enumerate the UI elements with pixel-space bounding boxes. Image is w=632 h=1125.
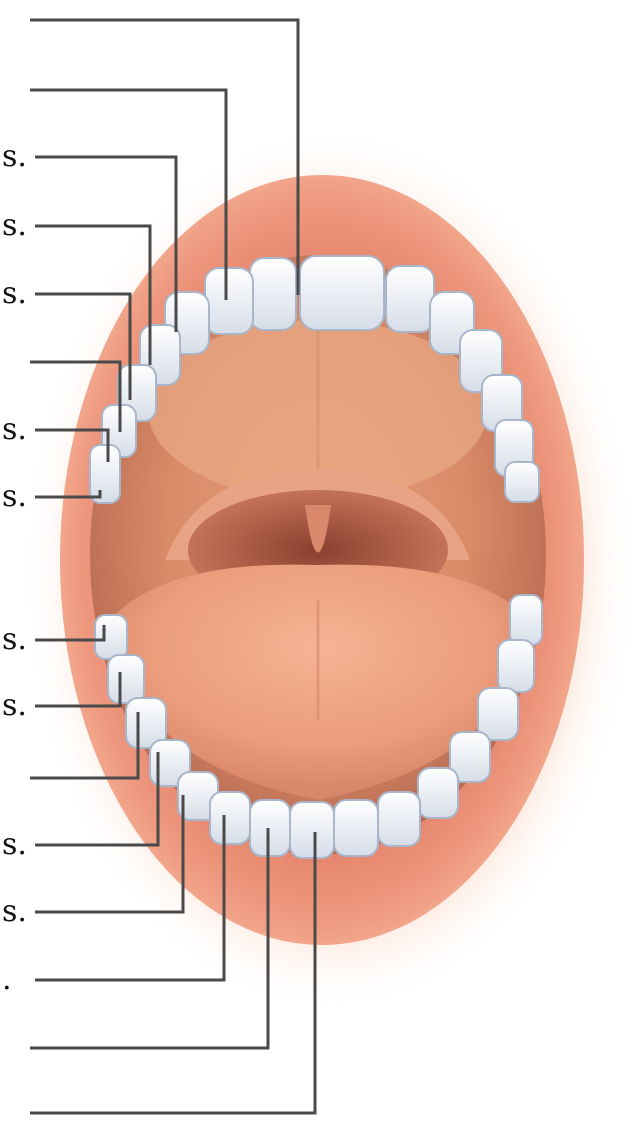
label-5: s. — [2, 279, 27, 309]
label-8: s. — [2, 482, 27, 512]
label-14: . — [2, 965, 12, 995]
label-9: s. — [2, 625, 27, 655]
label-12: s. — [2, 830, 27, 860]
label-7: s. — [2, 415, 27, 445]
label-4: s. — [2, 211, 27, 241]
label-13: s. — [2, 897, 27, 927]
label-3: s. — [2, 142, 27, 172]
label-10: s. — [2, 691, 27, 721]
